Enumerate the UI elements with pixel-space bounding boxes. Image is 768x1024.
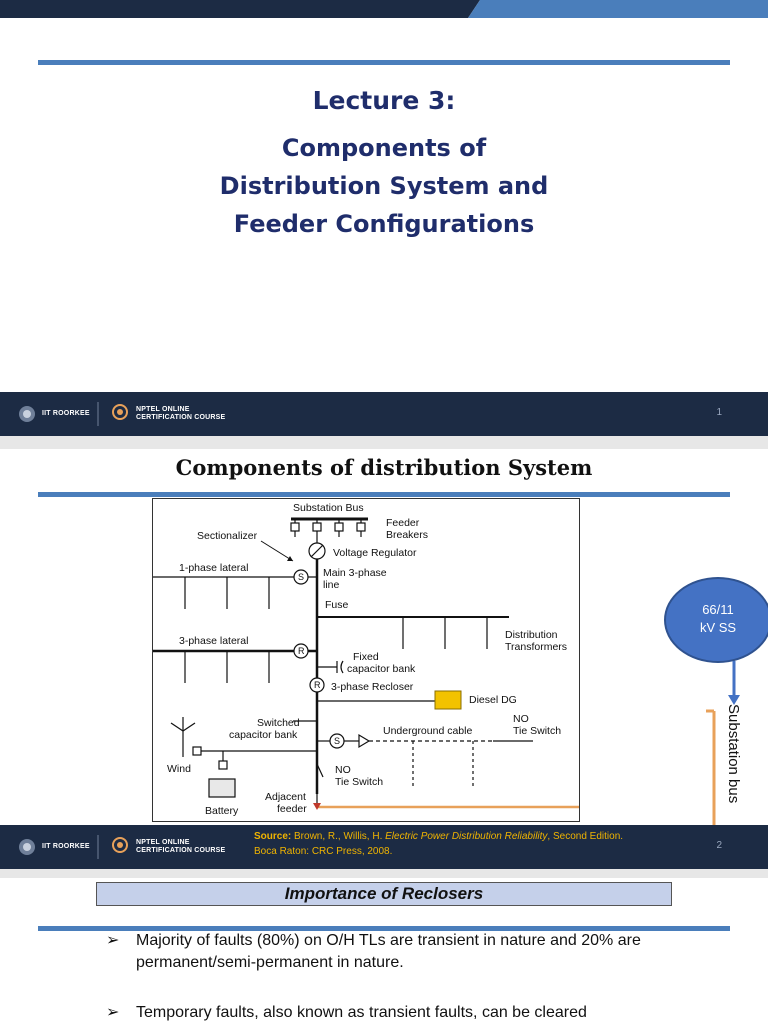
source-edition: , Second Edition. (547, 831, 624, 842)
label-tie-switch-2: Tie Switch (335, 776, 384, 788)
footer-logos (19, 402, 128, 426)
label-adjacent: Adjacent (265, 791, 306, 803)
nptel-label-line1: NPTEL ONLINE (136, 406, 190, 413)
footer-logos (19, 835, 128, 859)
label-1-phase-lateral: 1-phase lateral (179, 562, 249, 574)
source-publisher: Boca Raton: CRC Press, 2008. (254, 846, 393, 857)
diagram-drawing (153, 517, 579, 810)
top-band (0, 0, 768, 18)
label-underground-cable: Underground cable (383, 725, 473, 737)
label-diesel-dg: Diesel DG (469, 694, 517, 706)
recloser-symbol: R (314, 680, 321, 690)
lecture-title-line: Feeder Configurations (233, 210, 535, 238)
substation-ellipse: 66/11 kV SS (664, 577, 768, 663)
slide-gap (0, 436, 768, 449)
label-battery: Battery (205, 805, 239, 817)
bullet-arrow-icon: ➢ (106, 1004, 120, 1021)
substation-connector (706, 661, 740, 827)
label-3-phase-lateral: 3-phase lateral (179, 635, 249, 647)
slide-2: Components of distribution System (0, 449, 768, 869)
label-switched: Switched (257, 717, 300, 729)
label-breakers: Breakers (386, 529, 429, 541)
ellipse-label-line1: 66/11 (702, 602, 734, 617)
page-number: 1 (716, 407, 722, 418)
title-rule (38, 926, 730, 931)
label-no: NO (513, 713, 529, 725)
substation-bus-label: Substation bus (725, 704, 742, 804)
label-tie-switch: Tie Switch (513, 725, 562, 737)
label-distribution: Distribution (505, 629, 558, 641)
iit-roorkee-label: IIT ROORKEE (42, 410, 90, 417)
bullet-arrow-icon: ➢ (106, 932, 120, 949)
label-wind: Wind (167, 763, 191, 775)
iit-roorkee-label: IIT ROORKEE (42, 843, 90, 850)
slide-heading: Importance of Reclosers (96, 882, 672, 906)
label-feeder-2: feeder (277, 803, 307, 815)
label-fuse: Fuse (325, 599, 349, 611)
source-citation: Source: Brown, R., Willis, H. Electric P… (254, 829, 623, 859)
title-rule (38, 492, 730, 497)
bullet-text: Temporary faults, also known as transien… (136, 1004, 587, 1021)
label-capacitor-bank: capacitor bank (347, 663, 416, 675)
ellipse-label-line2: kV SS (699, 620, 737, 635)
slide-1: Lecture 3: Components of Distribution Sy… (0, 0, 768, 436)
label-main-line-2: line (323, 579, 340, 591)
nptel-logo-icon (112, 837, 128, 853)
lecture-number: Lecture 3: (312, 86, 456, 115)
slide-3: Importance of Reclosers ➢ Majority of fa… (0, 878, 768, 1024)
distribution-system-diagram: Substation Bus Feeder Breakers Sectional… (152, 498, 580, 822)
sectionalizer-symbol: S (334, 736, 341, 746)
label-recloser: 3-phase Recloser (331, 681, 414, 693)
sectionalizer-symbol: S (298, 572, 305, 582)
label-fixed: Fixed (353, 651, 379, 663)
nptel-label-line2: CERTIFICATION COURSE (136, 414, 226, 421)
label-main-line: Main 3-phase (323, 567, 387, 579)
nptel-label-line2: CERTIFICATION COURSE (136, 847, 226, 854)
slide-gap (0, 869, 768, 878)
label-voltage-regulator: Voltage Regulator (333, 547, 417, 559)
label-feeder: Feeder (386, 517, 420, 529)
label-sectionalizer: Sectionalizer (197, 530, 258, 542)
page-number: 2 (716, 840, 722, 851)
source-label: Source: (254, 831, 292, 842)
nptel-logo-icon (112, 404, 128, 420)
label-substation-bus: Substation Bus (293, 502, 364, 514)
label-no-2: NO (335, 764, 351, 776)
slide-footer: IIT ROORKEE NPTEL ONLINE CERTIFICATION C… (0, 825, 768, 869)
slide-footer: IIT ROORKEE NPTEL ONLINE CERTIFICATION C… (0, 392, 768, 436)
label-transformers: Transformers (505, 641, 568, 653)
lecture-title-line: Distribution System and (219, 172, 549, 200)
label-switched-capacitor-bank: capacitor bank (229, 729, 298, 741)
slide-title: Components of distribution System (175, 455, 593, 480)
nptel-label-line1: NPTEL ONLINE (136, 839, 190, 846)
bullet-text: Majority of faults (80%) on O/H TLs are … (136, 932, 641, 971)
source-authors: Brown, R., Willis, H. (291, 831, 386, 842)
source-title: Electric Power Distribution Reliability (385, 831, 548, 842)
recloser-symbol: R (298, 646, 305, 656)
lecture-title-line: Components of (281, 134, 487, 162)
title-rule (38, 60, 730, 65)
